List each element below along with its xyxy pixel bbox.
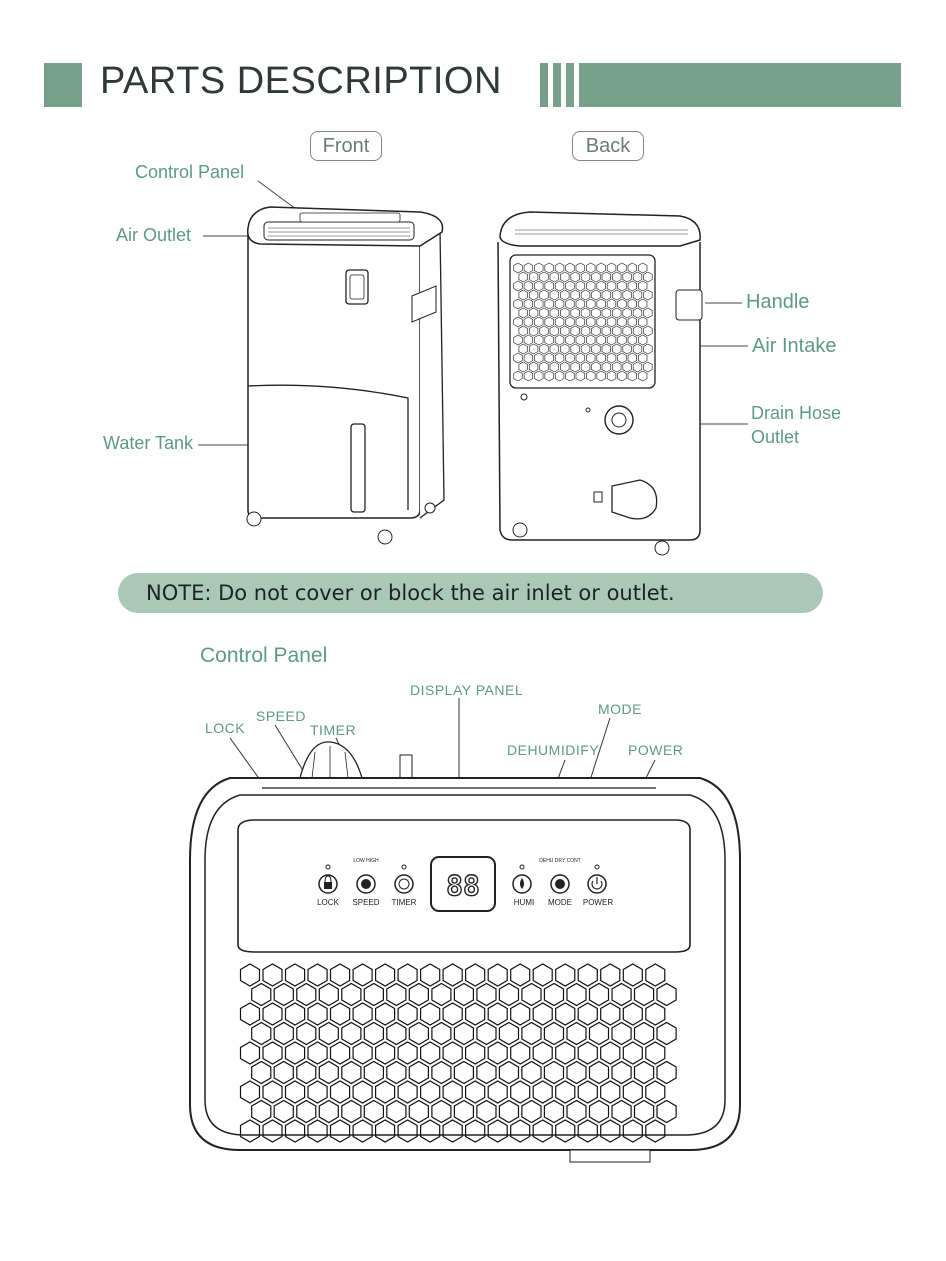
speed-button-label: SPEED — [352, 898, 379, 907]
power-button-label: POWER — [583, 898, 613, 907]
timer-button-label: TIMER — [392, 898, 417, 907]
speed-options: LOW HIGH — [353, 858, 379, 864]
mode-button-label: MODE — [548, 898, 572, 907]
lock-button-label: LOCK — [317, 898, 339, 907]
humi-button-label: HUMI — [514, 898, 534, 907]
mode-options: DEHU DRY CONT — [539, 858, 581, 864]
display-digits: 88 — [446, 869, 480, 902]
